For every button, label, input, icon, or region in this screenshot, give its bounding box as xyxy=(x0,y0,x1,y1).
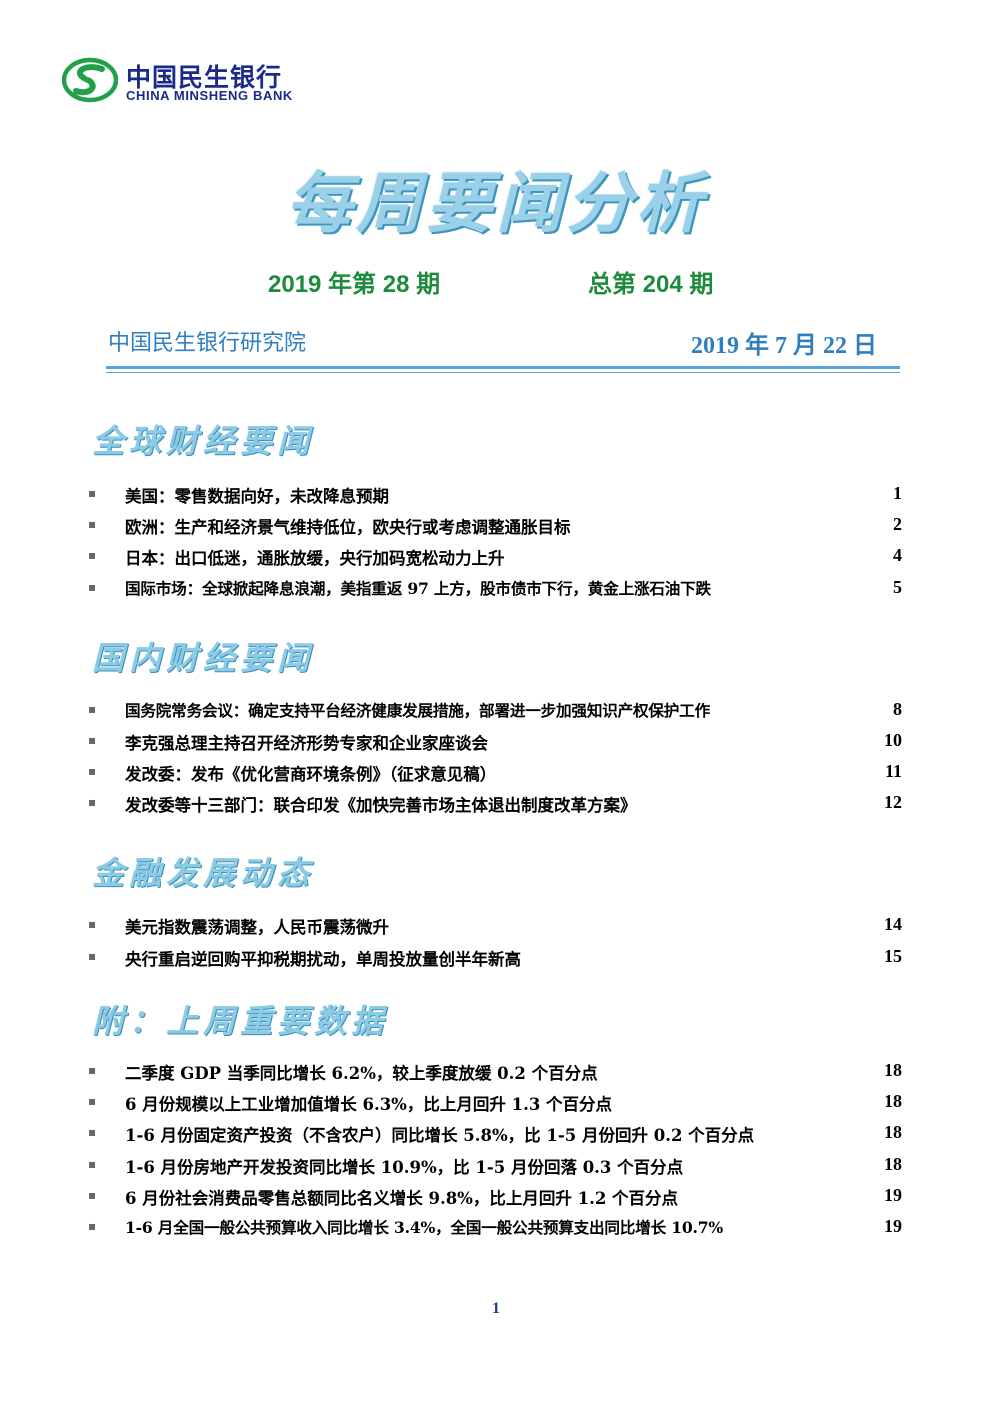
toc-item-text: 1-6 月份房地产开发投资同比增长 10.9%，比 1-5 月份回落 0.3 个… xyxy=(125,1158,684,1177)
total-issue-number: 总第 204 期 xyxy=(588,271,714,298)
bullet: ▪ xyxy=(88,733,97,747)
toc-item-text: 日本：出口低迷，通胀放缓，央行加码宽松动力上升 xyxy=(125,549,505,568)
bullet: ▪ xyxy=(88,764,97,778)
toc-item-page: 2 xyxy=(893,514,902,534)
bullet: ▪ xyxy=(88,580,97,594)
toc-item-text: 发改委等十三部门：联合印发《加快完善市场主体退出制度改革方案》 xyxy=(125,796,637,815)
toc-item-text: 李克强总理主持召开经济形势专家和企业家座谈会 xyxy=(125,734,488,753)
bullet: ▪ xyxy=(88,517,97,531)
toc-item-text: 1-6 月份固定资产投资（不含农户）同比增长 5.8%，比 1-5 月份回升 0… xyxy=(125,1126,755,1145)
toc-item-text: 6 月份社会消费品零售总额同比名义增长 9.8%，比上月回升 1.2 个百分点 xyxy=(125,1189,679,1208)
page-number: 1 xyxy=(492,1300,500,1317)
toc-item[interactable]: ▪ 国务院常务会议：确定支持平台经济健康发展措施，部署进一步加强知识产权保护工作… xyxy=(88,699,902,723)
toc-item-page: 10 xyxy=(884,730,902,750)
toc-item[interactable]: ▪ 欧洲：生产和经济景气维持低位，欧央行或考虑调整通胀目标 2 xyxy=(88,514,902,538)
bullet: ▪ xyxy=(88,702,97,716)
toc-item-text: 美国：零售数据向好，未改降息预期 xyxy=(125,487,389,506)
toc-item-page: 18 xyxy=(884,1154,902,1174)
toc-item-page: 18 xyxy=(884,1122,902,1142)
bullet: ▪ xyxy=(88,486,97,500)
toc-item-page: 18 xyxy=(884,1060,902,1080)
toc-item[interactable]: ▪ 6 月份社会消费品零售总额同比名义增长 9.8%，比上月回升 1.2 个百分… xyxy=(88,1185,902,1209)
bullet: ▪ xyxy=(88,795,97,809)
toc-item-text: 6 月份规模以上工业增加值增长 6.3%，比上月回升 1.3 个百分点 xyxy=(125,1095,613,1114)
toc-item-page: 14 xyxy=(884,914,902,934)
toc-item[interactable]: ▪ 李克强总理主持召开经济形势专家和企业家座谈会 10 xyxy=(88,730,902,754)
bullet: ▪ xyxy=(88,917,97,931)
toc-item[interactable]: ▪ 1-6 月全国一般公共预算收入同比增长 3.4%，全国一般公共预算支出同比增… xyxy=(88,1216,902,1240)
header-rule-thin xyxy=(106,372,900,373)
toc-item-text: 美元指数震荡调整，人民币震荡微升 xyxy=(125,918,389,937)
toc-item[interactable]: ▪ 美元指数震荡调整，人民币震荡微升 14 xyxy=(88,914,902,938)
bank-name-en: CHINA MINSHENG BANK xyxy=(126,88,293,103)
toc-item[interactable]: ▪ 国际市场：全球掀起降息浪潮，美指重返 97 上方，股市债市下行，黄金上涨石油… xyxy=(88,577,902,601)
toc-item-text: 发改委：发布《优化营商环境条例》（征求意见稿） xyxy=(125,765,497,784)
toc-item-text: 1-6 月全国一般公共预算收入同比增长 3.4%，全国一般公共预算支出同比增长 … xyxy=(125,1218,724,1237)
toc-item-page: 1 xyxy=(893,483,902,503)
bullet: ▪ xyxy=(88,949,97,963)
toc-item-text: 欧洲：生产和经济景气维持低位，欧央行或考虑调整通胀目标 xyxy=(125,518,571,537)
toc-item-page: 19 xyxy=(884,1216,902,1236)
toc-item-page: 8 xyxy=(893,699,902,719)
bullet: ▪ xyxy=(88,1094,97,1108)
toc-item[interactable]: ▪ 1-6 月份房地产开发投资同比增长 10.9%，比 1-5 月份回落 0.3… xyxy=(88,1154,902,1178)
toc-item-page: 5 xyxy=(893,577,902,597)
toc-item-page: 15 xyxy=(884,946,902,966)
toc-item[interactable]: ▪ 日本：出口低迷，通胀放缓，央行加码宽松动力上升 4 xyxy=(88,545,902,569)
report-date: 2019 年 7 月 22 日 xyxy=(691,333,877,359)
section-title-finance: 金融发展动态 xyxy=(92,854,315,892)
minsheng-logo-icon xyxy=(62,57,118,103)
bullet: ▪ xyxy=(88,1188,97,1202)
bullet: ▪ xyxy=(88,1219,97,1233)
toc-item[interactable]: ▪ 央行重启逆回购平抑税期扰动，单周投放量创半年新高 15 xyxy=(88,946,902,970)
toc-item-page: 19 xyxy=(884,1185,902,1205)
toc-item-text: 国际市场：全球掀起降息浪潮，美指重返 97 上方，股市债市下行，黄金上涨石油下跌 xyxy=(125,579,711,598)
toc-item-page: 4 xyxy=(893,545,902,565)
bank-logo: 中国民生银行 CHINA MINSHENG BANK xyxy=(62,56,362,108)
bullet: ▪ xyxy=(88,1063,97,1077)
report-title: 每周要闻分析 xyxy=(286,165,706,242)
bullet: ▪ xyxy=(88,1157,97,1171)
toc-item[interactable]: ▪ 二季度 GDP 当季同比增长 6.2%，较上季度放缓 0.2 个百分点 18 xyxy=(88,1060,902,1084)
toc-item[interactable]: ▪ 发改委：发布《优化营商环境条例》（征求意见稿） 11 xyxy=(88,761,902,785)
header-rule-thick xyxy=(106,366,900,369)
section-title-global: 全球财经要闻 xyxy=(92,422,315,460)
toc-item[interactable]: ▪ 发改委等十三部门：联合印发《加快完善市场主体退出制度改革方案》 12 xyxy=(88,792,902,816)
issue-number: 2019 年第 28 期 xyxy=(268,271,441,298)
toc-item[interactable]: ▪ 美国：零售数据向好，未改降息预期 1 xyxy=(88,483,902,507)
toc-item[interactable]: ▪ 1-6 月份固定资产投资（不含农户）同比增长 5.8%，比 1-5 月份回升… xyxy=(88,1122,902,1146)
bullet: ▪ xyxy=(88,1125,97,1139)
section-title-data: 附：上周重要数据 xyxy=(92,1002,389,1040)
section-title-domestic: 国内财经要闻 xyxy=(92,639,315,677)
toc-item-text: 国务院常务会议：确定支持平台经济健康发展措施，部署进一步加强知识产权保护工作 xyxy=(125,701,710,720)
toc-item-page: 11 xyxy=(884,761,902,781)
institute-name: 中国民生银行研究院 xyxy=(108,331,307,356)
bank-name-cn: 中国民生银行 xyxy=(126,63,283,92)
bullet: ▪ xyxy=(88,548,97,562)
toc-item[interactable]: ▪ 6 月份规模以上工业增加值增长 6.3%，比上月回升 1.3 个百分点 18 xyxy=(88,1091,902,1115)
toc-item-text: 二季度 GDP 当季同比增长 6.2%，较上季度放缓 0.2 个百分点 xyxy=(125,1064,598,1083)
toc-item-text: 央行重启逆回购平抑税期扰动，单周投放量创半年新高 xyxy=(125,950,521,969)
toc-item-page: 12 xyxy=(884,792,902,812)
toc-item-page: 18 xyxy=(884,1091,902,1111)
